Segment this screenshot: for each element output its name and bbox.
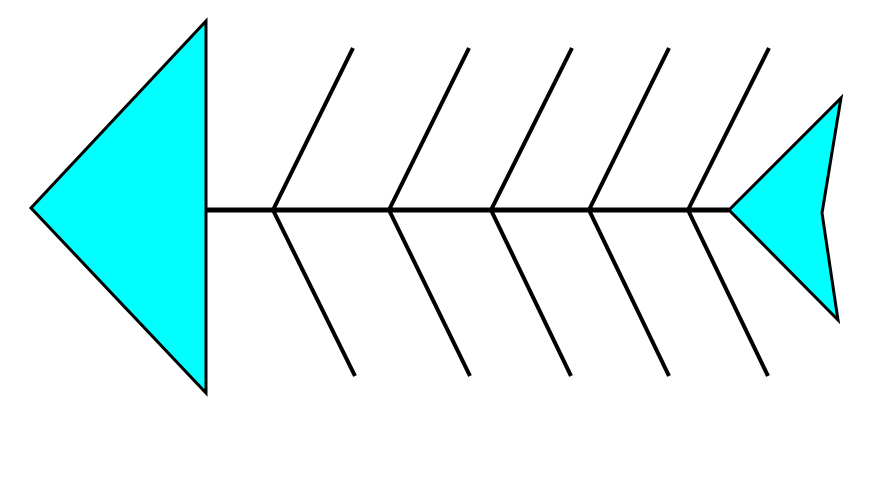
lower-bone-3 <box>489 209 573 377</box>
fish-head <box>28 17 208 397</box>
upper-bone-2 <box>387 47 471 211</box>
fish-tail <box>726 93 844 325</box>
upper-bone-1 <box>271 47 355 211</box>
lower-bone-2 <box>387 209 472 377</box>
lower-bone-4 <box>587 209 671 377</box>
lower-bone-1 <box>271 209 357 377</box>
upper-bone-5 <box>686 47 771 211</box>
upper-bone-3 <box>489 47 574 211</box>
lower-bone-5 <box>686 209 770 377</box>
upper-bone-4 <box>587 47 671 211</box>
